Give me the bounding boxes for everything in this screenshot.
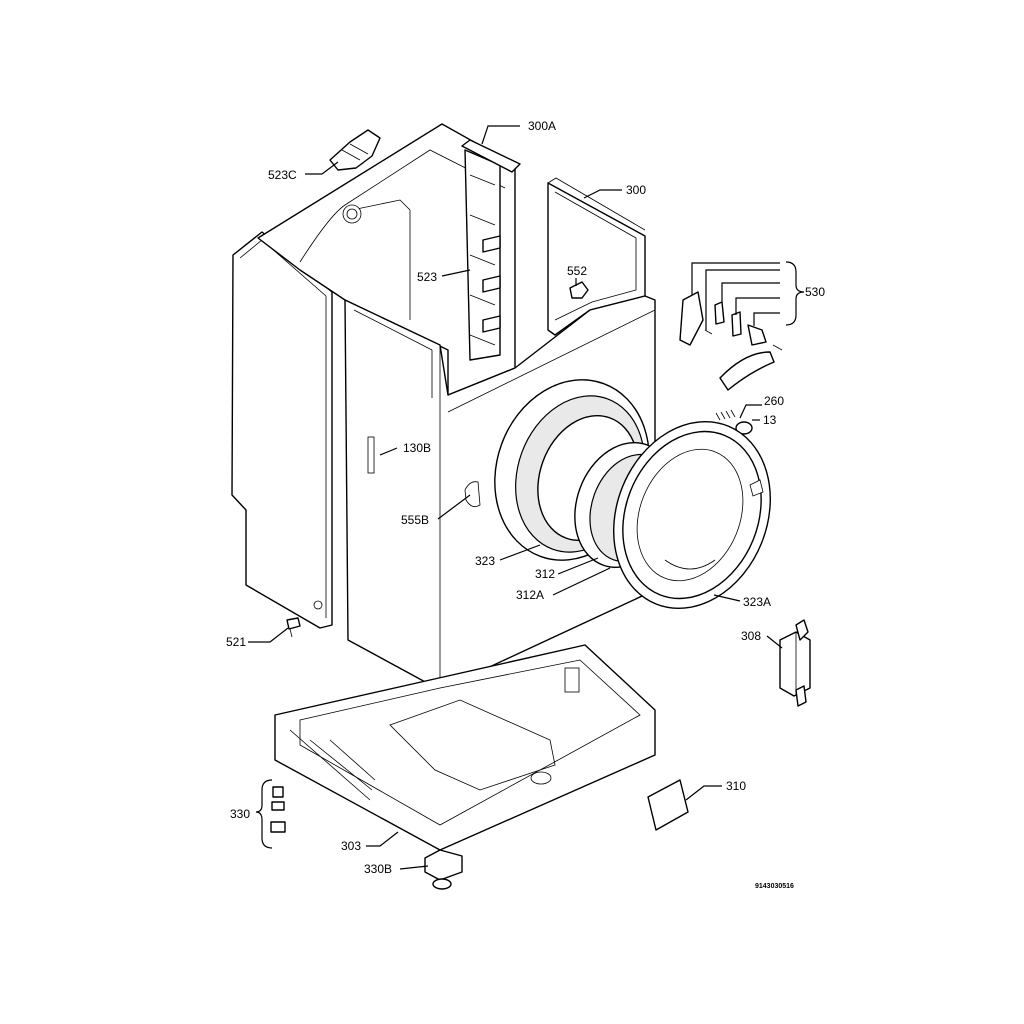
handle-assembly-530 xyxy=(679,291,783,391)
label-308: 308 xyxy=(741,629,761,643)
foot-330b xyxy=(424,849,463,890)
plug-13 xyxy=(735,421,753,435)
door-323a xyxy=(613,420,771,610)
part-552 xyxy=(569,281,589,299)
base-303 xyxy=(274,644,656,851)
label-260: 260 xyxy=(764,394,784,408)
label-523c: 523C xyxy=(268,168,297,182)
label-523: 523 xyxy=(417,270,437,284)
spring-260 xyxy=(715,409,736,421)
hinge-308 xyxy=(779,619,811,707)
label-330b: 330B xyxy=(364,862,392,876)
label-555b: 555B xyxy=(401,513,429,527)
document-number: 9143030516 xyxy=(755,883,794,890)
clip-523c xyxy=(329,129,381,171)
label-300: 300 xyxy=(626,183,646,197)
label-303: 303 xyxy=(341,839,361,853)
label-312a: 312A xyxy=(516,588,544,602)
part-labels: 300A 523C 300 523 552 530 260 13 130B 55… xyxy=(226,119,825,890)
leader-lines xyxy=(248,125,805,870)
label-130b: 130B xyxy=(403,441,431,455)
label-323: 323 xyxy=(475,554,495,568)
cabinet-back-panel xyxy=(257,123,516,396)
label-300a: 300A xyxy=(528,119,556,133)
screw-521 xyxy=(286,617,301,638)
label-13: 13 xyxy=(763,413,777,427)
rail-523 xyxy=(464,149,501,361)
label-310: 310 xyxy=(726,779,746,793)
label-312: 312 xyxy=(535,567,555,581)
label-530: 530 xyxy=(805,285,825,299)
cover-310 xyxy=(647,779,689,831)
label-330: 330 xyxy=(230,807,250,821)
cabinet-left-panel xyxy=(231,231,333,629)
top-bar-300a xyxy=(461,139,521,173)
label-552: 552 xyxy=(567,264,587,278)
label-521: 521 xyxy=(226,635,246,649)
feet-330 xyxy=(270,786,286,833)
label-323a: 323A xyxy=(743,595,771,609)
